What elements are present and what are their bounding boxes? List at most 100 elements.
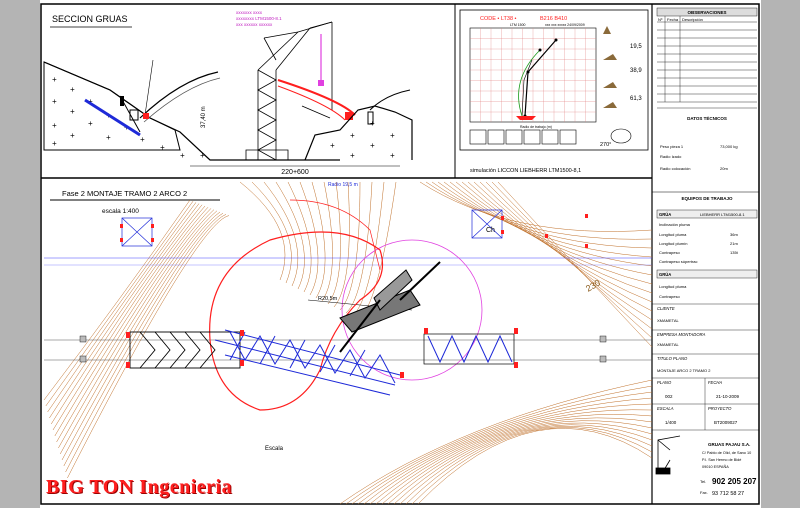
svg-text:+: +: [124, 124, 129, 133]
escala-value: 1/400: [665, 420, 677, 425]
section-note: xxxxxxx xxxx xxxxxxxx LTM1500-8.1 xxx xx…: [236, 10, 282, 27]
drawing-sheet: SECCION GRUAS + + + + + + + + + + + + + + + +: [40, 0, 761, 508]
svg-text:+: +: [180, 152, 185, 161]
svg-text:+: +: [70, 86, 75, 95]
col-fecha: Fecha: [667, 17, 679, 22]
chart-sub-left: LTM 1500: [510, 23, 526, 27]
section-height-label: 37,40 m: [201, 106, 207, 128]
datos-row-label: Radio Izado: [660, 154, 682, 159]
company-line: P.I. San Hermo de Bidé: [702, 458, 741, 462]
svg-text:+: +: [350, 132, 355, 141]
title-block: OBSERVACIONES Nº Fecha Descripción DATOS…: [652, 7, 759, 497]
label-230: 230: [584, 278, 602, 294]
label-ch: Ch: [486, 227, 495, 234]
chart-header-left: CODE • LT38 •: [480, 16, 517, 22]
chart-angle: 270°: [600, 142, 611, 148]
svg-text:+: +: [52, 140, 57, 149]
plan-top-label: Radio 19,5 m: [328, 182, 358, 188]
equipo2-row-label: Contrapeso: [659, 294, 680, 299]
svg-text:+: +: [52, 98, 57, 107]
chart-footer: Radio de trabajo (m): [520, 125, 552, 129]
fax: 93 712 58 27: [712, 491, 744, 497]
company-line: 09010 ESPAÑA: [702, 464, 729, 469]
empresa-value: XMAMETAL: [657, 342, 679, 347]
equipo-row-label: Contrapeso: [659, 250, 680, 255]
svg-text:+: +: [200, 152, 205, 161]
equipos-header: EQUIPOS DE TRABAJO: [681, 196, 733, 201]
plano-label: PLANO: [657, 380, 672, 385]
datos-row-value: 20m: [720, 166, 728, 171]
phone-label: Tel.: [700, 479, 706, 484]
grua-value: LIEBHERR LTM1500-8.1: [700, 212, 745, 217]
titulo-label: TITULO PLANO: [657, 356, 688, 361]
datos-row-value: 73,000 kg: [720, 144, 738, 149]
svg-text:+: +: [88, 120, 93, 129]
escala-label: ESCALA: [657, 406, 674, 411]
datos-row-label: Peso pieza 1: [660, 144, 684, 149]
crane-section-view: SECCION GRUAS + + + + + + + + + + + + + + + +: [43, 10, 413, 176]
svg-text:+: +: [70, 132, 75, 141]
chart-sub-right: xxx xxx xxxxx 24/09/2009: [545, 23, 585, 27]
brand-watermark: BIG TON Ingenieria: [46, 476, 233, 498]
chart-load-value: 38,9: [630, 68, 642, 74]
cliente-value: XMAMETAL: [657, 318, 679, 323]
equipo-row-value: 21m: [730, 241, 738, 246]
company-line: C/ Pablo de Olid, de Sano 10: [702, 451, 751, 455]
company-logo: [655, 435, 681, 475]
chart-caption: simulación LICCON LIEBHERR LTM1500-8,1: [470, 168, 581, 174]
equipo-row-label: Inclinación pluma: [659, 222, 691, 227]
observaciones-header: OBSERVACIONES: [687, 10, 726, 15]
proyecto-value: BT2009027: [714, 420, 738, 425]
col-no: Nº: [658, 17, 663, 22]
plan-view: Fase 2 MONTAJE TRAMO 2 ARCO 2 escala 1:4…: [43, 181, 653, 505]
arch-blue-truss: [214, 329, 401, 396]
crane-lattice: [245, 21, 333, 161]
svg-text:xxx xxxxxx xxxxxx: xxx xxxxxx xxxxxx: [236, 22, 273, 27]
svg-text:+: +: [70, 108, 75, 117]
chart-load-value: 19,5: [630, 44, 642, 50]
arch-blue-truss-right: [423, 333, 515, 365]
proyecto-label: PROYECTO: [708, 406, 732, 411]
svg-text:+: +: [370, 142, 375, 151]
phone: 902 205 207: [712, 477, 757, 486]
grua-label: GRÚA: [659, 212, 671, 217]
svg-text:+: +: [160, 144, 165, 153]
svg-text:+: +: [350, 152, 355, 161]
svg-text:+: +: [52, 76, 57, 85]
chart-header-right: B216 B410: [540, 16, 567, 22]
cliente-label: CLIENTE: [657, 306, 675, 311]
equipo-row-label: Longitud pluma: [659, 232, 687, 237]
svg-text:+: +: [390, 132, 395, 141]
svg-text:+: +: [106, 134, 111, 143]
crane-plan: [339, 261, 441, 353]
datos-header: DATOS TÉCNICOS: [687, 114, 727, 121]
svg-text:+: +: [52, 122, 57, 131]
section-dimension: 220+600: [281, 169, 309, 176]
plan-scale: escala 1:400: [102, 208, 139, 215]
fax-label: Fax.: [700, 490, 708, 495]
grua2-label: GRÚA: [659, 272, 671, 277]
equipo-row-label: Contrapeso súpertrac: [659, 259, 697, 264]
arch-black-segment: [129, 331, 241, 369]
equipo2-row-label: Longitud pluma: [659, 284, 687, 289]
liccon-load-chart: CODE • LT38 • B216 B410 LTM 1500 xxx xxx…: [459, 9, 649, 174]
chart-load-value: 61,3: [630, 96, 642, 102]
empresa-label: EMPRESA MONTADORA: [657, 332, 706, 337]
section-title: SECCION GRUAS: [52, 14, 128, 24]
equipo-row-value: 36m: [730, 232, 738, 237]
radius-label: R20,5m: [318, 296, 338, 302]
drawing-canvas: SECCION GRUAS + + + + + + + + + + + + + + + +: [40, 3, 760, 505]
fecha-label: FECHA: [708, 380, 722, 385]
titulo-value: MONTAJE ARCO 2 TRAMO 2: [657, 368, 711, 373]
plano-value: 002: [665, 394, 673, 399]
svg-text:xxxxxxxx LTM1500-8.1: xxxxxxxx LTM1500-8.1: [236, 16, 282, 21]
svg-text:xxxxxxx xxxx: xxxxxxx xxxx: [236, 10, 263, 15]
svg-text:+: +: [140, 136, 145, 145]
phase-title: Fase 2 MONTAJE TRAMO 2 ARCO 2: [62, 189, 187, 198]
datos-row-label: Radio colocación: [660, 166, 690, 171]
company-name: GRUAS PAJAU S.A.: [708, 442, 750, 447]
col-desc: Descripción: [682, 17, 703, 22]
equipo-row-label: Longitud plumín: [659, 241, 687, 246]
svg-text:+: +: [390, 152, 395, 161]
svg-text:+: +: [330, 142, 335, 151]
